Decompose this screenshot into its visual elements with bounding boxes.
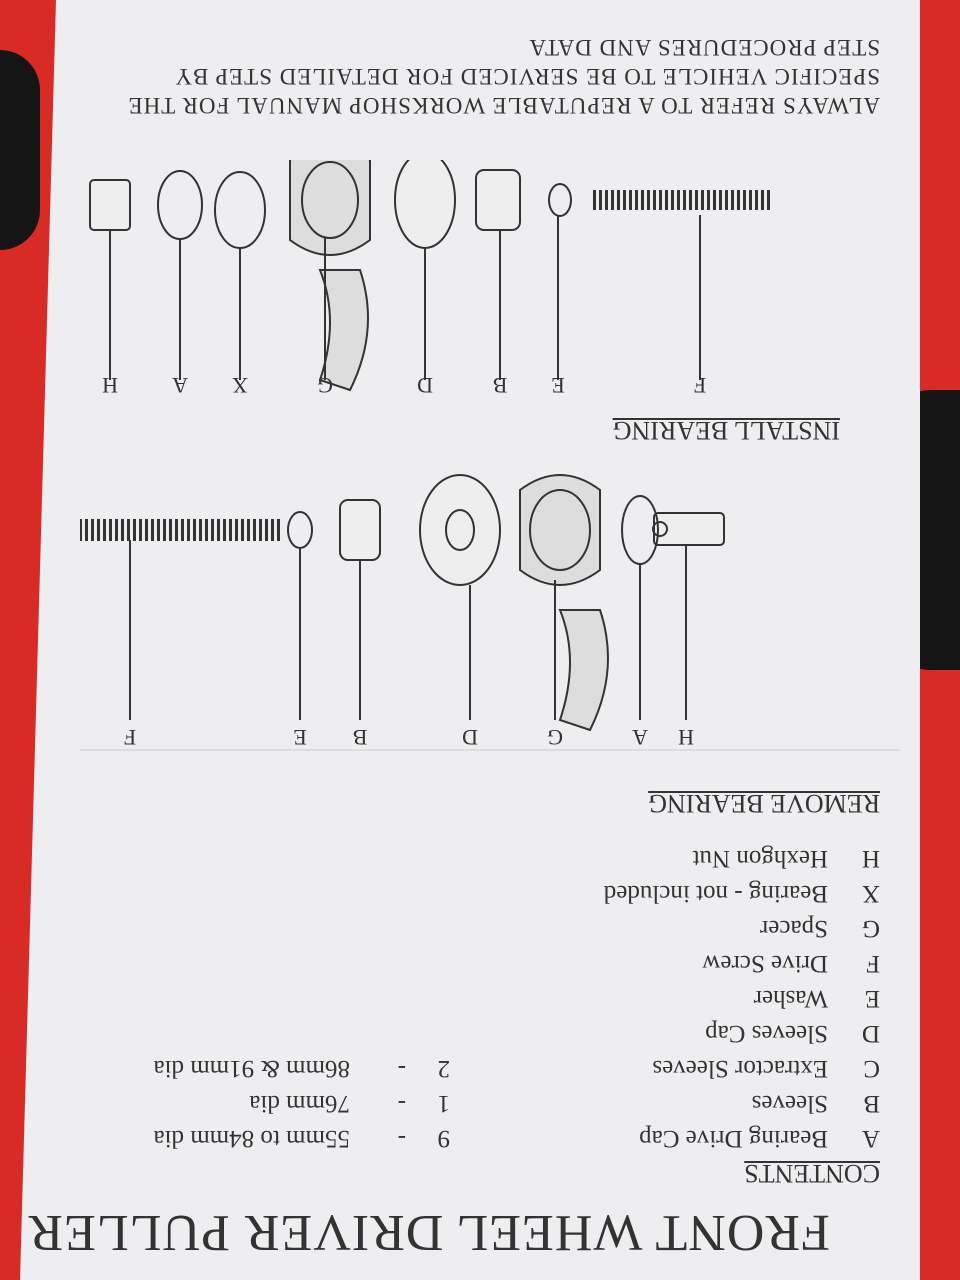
remove-label: D <box>462 725 478 750</box>
contents-item: GSpacer <box>759 915 880 942</box>
contents-item: EWasher <box>753 985 880 1012</box>
contents-item: BSleeves <box>751 1090 880 1117</box>
contents-item: HHexhgon Nut <box>692 845 880 872</box>
remove-label: E <box>293 725 307 750</box>
contents-item: FDrive Screw <box>702 950 880 977</box>
remove-label: B <box>352 725 368 750</box>
contents-qty: 1-76mm dia <box>249 1090 450 1117</box>
contents-item: CExtractor Sleeves <box>652 1055 880 1082</box>
contents-item: ABearing Drive Cap <box>639 1125 880 1152</box>
remove-label: F <box>123 725 137 750</box>
remove-bearing-heading: REMOVE BEARING <box>648 789 880 818</box>
install-label: F <box>693 373 707 398</box>
workshop-manual-note: ALWAYS REFER TO A REPUTABLE WORKSHOP MAN… <box>127 35 880 118</box>
install-bearing-diagram <box>89 160 770 392</box>
install-label: H <box>102 373 118 398</box>
contents-item: DSleeves Cap <box>705 1020 880 1047</box>
install-label: X <box>232 373 248 398</box>
install-label: A <box>172 373 188 398</box>
contents-heading: CONTENTS <box>744 1159 880 1188</box>
install-label: E <box>551 373 565 398</box>
case-black-ring-left <box>0 50 40 250</box>
install-label: D <box>417 373 433 398</box>
remove-label: H <box>678 725 694 750</box>
remove-label: G <box>547 725 563 750</box>
contents-qty: 2-86mm & 91mm dia <box>153 1055 450 1082</box>
remove-bearing-diagram <box>80 474 900 751</box>
install-label: B <box>492 373 508 398</box>
contents-qty: 9-55mm to 84mm dia <box>153 1125 450 1152</box>
sheet-title: FRONT WHEEL DRIVER PULLER <box>27 1204 830 1261</box>
remove-label: A <box>632 725 648 750</box>
contents-item: XBearing - not included <box>603 880 880 907</box>
install-label: G <box>317 373 333 398</box>
